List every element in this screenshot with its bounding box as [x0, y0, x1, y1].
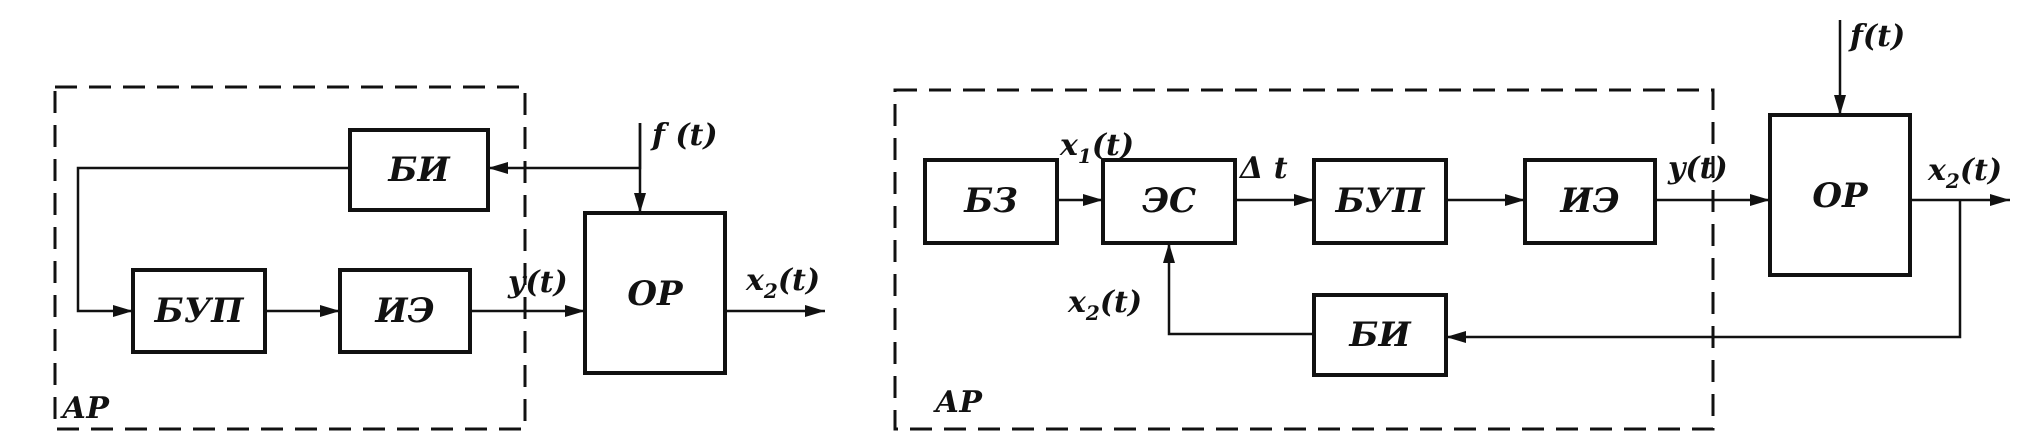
block-bup-2-label: БУП: [1335, 181, 1427, 221]
ar-label-2: АР: [933, 385, 983, 420]
arrow-into-ie-1: [320, 305, 340, 317]
block-bup-1-label: БУП: [154, 291, 246, 331]
arrow-into-bup-2: [1294, 194, 1314, 206]
block-bz-2: [923, 158, 1059, 245]
block-bi-2: [1312, 293, 1448, 377]
arrow-disturbance-2: [1834, 95, 1846, 115]
arrow-into-bi-1: [488, 162, 508, 174]
ar-region-2: [893, 88, 1715, 431]
arrow-output-1: [805, 305, 825, 317]
block-or-2: [1768, 113, 1912, 277]
block-es-2-label: ЭС: [1142, 181, 1196, 221]
block-bup-1: [131, 268, 267, 354]
arrow-into-bup-1: [113, 305, 133, 317]
arrow-output-2: [1990, 194, 2010, 206]
signal-x2-fb-2: x2(t): [1067, 285, 1142, 325]
block-bi-2-label: БИ: [1348, 315, 1411, 355]
line-bi-to-bup-1: [76, 166, 350, 313]
arrow-into-es-bottom-2: [1163, 243, 1175, 263]
line-feedback-to-bi-2: [1446, 200, 1962, 339]
signal-delta-2: Δ t: [1238, 151, 1288, 186]
signal-f-2: f(t): [1848, 19, 1905, 54]
arrow-disturbance-1: [634, 193, 646, 213]
arrow-into-ie-2: [1505, 194, 1525, 206]
block-ie-1: [338, 268, 472, 354]
arrow-into-or-1: [565, 305, 585, 317]
arrow-into-or-2: [1750, 194, 1770, 206]
ar-label-1: АР: [60, 391, 110, 426]
signal-x1-2: x1(t): [1059, 128, 1134, 168]
signal-x2-1: x2(t): [745, 263, 820, 303]
block-or-1-label: ОР: [627, 274, 684, 314]
block-or-1: [583, 211, 727, 375]
block-bz-2-label: БЗ: [963, 181, 1018, 221]
block-or-2-label: ОР: [1812, 176, 1869, 216]
signal-y-1: y(t): [507, 265, 568, 300]
signal-f-1: f (t): [650, 118, 718, 153]
arrow-into-es-2: [1083, 194, 1103, 206]
block-bup-2: [1312, 158, 1448, 245]
signal-y-2: y(t): [1667, 151, 1728, 186]
block-ie-2: [1523, 158, 1657, 245]
block-ie-2-label: ИЭ: [1559, 181, 1619, 221]
line-bi-to-es-2: [1167, 243, 1314, 336]
arrow-into-bi-2: [1446, 331, 1466, 343]
block-ie-1-label: ИЭ: [374, 291, 434, 331]
block-bi-1-label: БИ: [387, 150, 450, 190]
block-bi-1: [348, 128, 490, 212]
line-feedback-to-bi-1: [488, 123, 642, 170]
signal-x2-out-2: x2(t): [1927, 153, 2002, 193]
block-es-2: [1101, 158, 1237, 245]
diagram-1: АР БИ БУП ИЭ ОР f (t) y(t) x2(t): [53, 85, 825, 431]
diagram-2: АР БЗ ЭС БУП ИЭ ОР БИ f(t) x: [893, 19, 2010, 431]
